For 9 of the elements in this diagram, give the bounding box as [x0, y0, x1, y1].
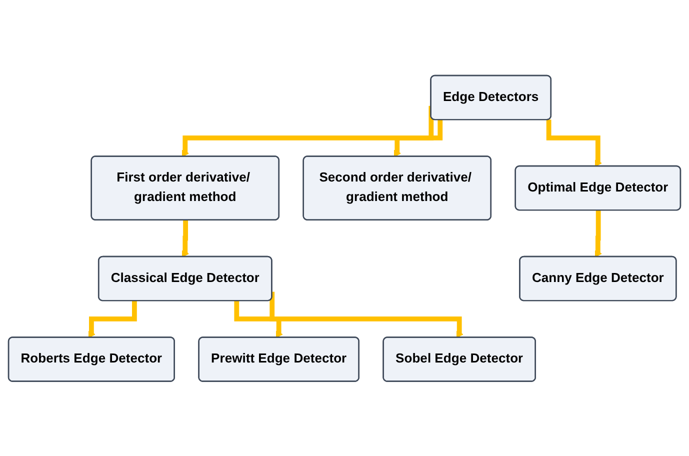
arrow	[394, 120, 443, 157]
arrow	[182, 105, 434, 157]
flowchart-drawing: Edge Detectors First order derivative/ gradient method Second order derivative/ gradient method Optimal Edge Detector Classical Edge Detector Canny Edge Detector Roberts Edge Detector Prewitt Edge Detector Sobel Edge Detector	[2, 68, 687, 388]
arrow	[546, 119, 602, 166]
arrow	[234, 300, 283, 338]
arrow	[594, 210, 602, 257]
arrow	[88, 300, 137, 338]
arrow	[270, 291, 464, 338]
arrow	[182, 220, 190, 257]
